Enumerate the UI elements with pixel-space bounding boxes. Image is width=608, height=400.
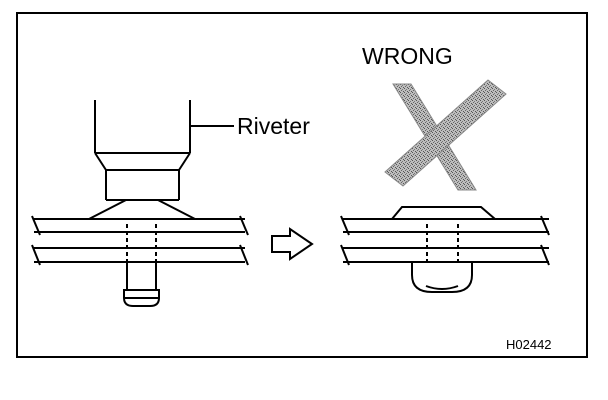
figure-frame — [16, 12, 588, 358]
left-rivet — [123, 224, 160, 307]
cross-x-icon — [384, 79, 507, 191]
riveter-tool — [88, 100, 196, 220]
left-assembly — [31, 100, 249, 307]
figure-code: H02442 — [506, 337, 552, 352]
wrong-label: WRONG — [362, 43, 453, 69]
right-arrow-icon — [271, 227, 314, 261]
right-assembly — [340, 206, 550, 293]
right-rivet-head — [389, 206, 498, 220]
left-plates — [31, 215, 249, 266]
right-rivet — [411, 224, 473, 293]
riveter-label: Riveter — [237, 113, 310, 139]
right-plates — [340, 215, 550, 266]
